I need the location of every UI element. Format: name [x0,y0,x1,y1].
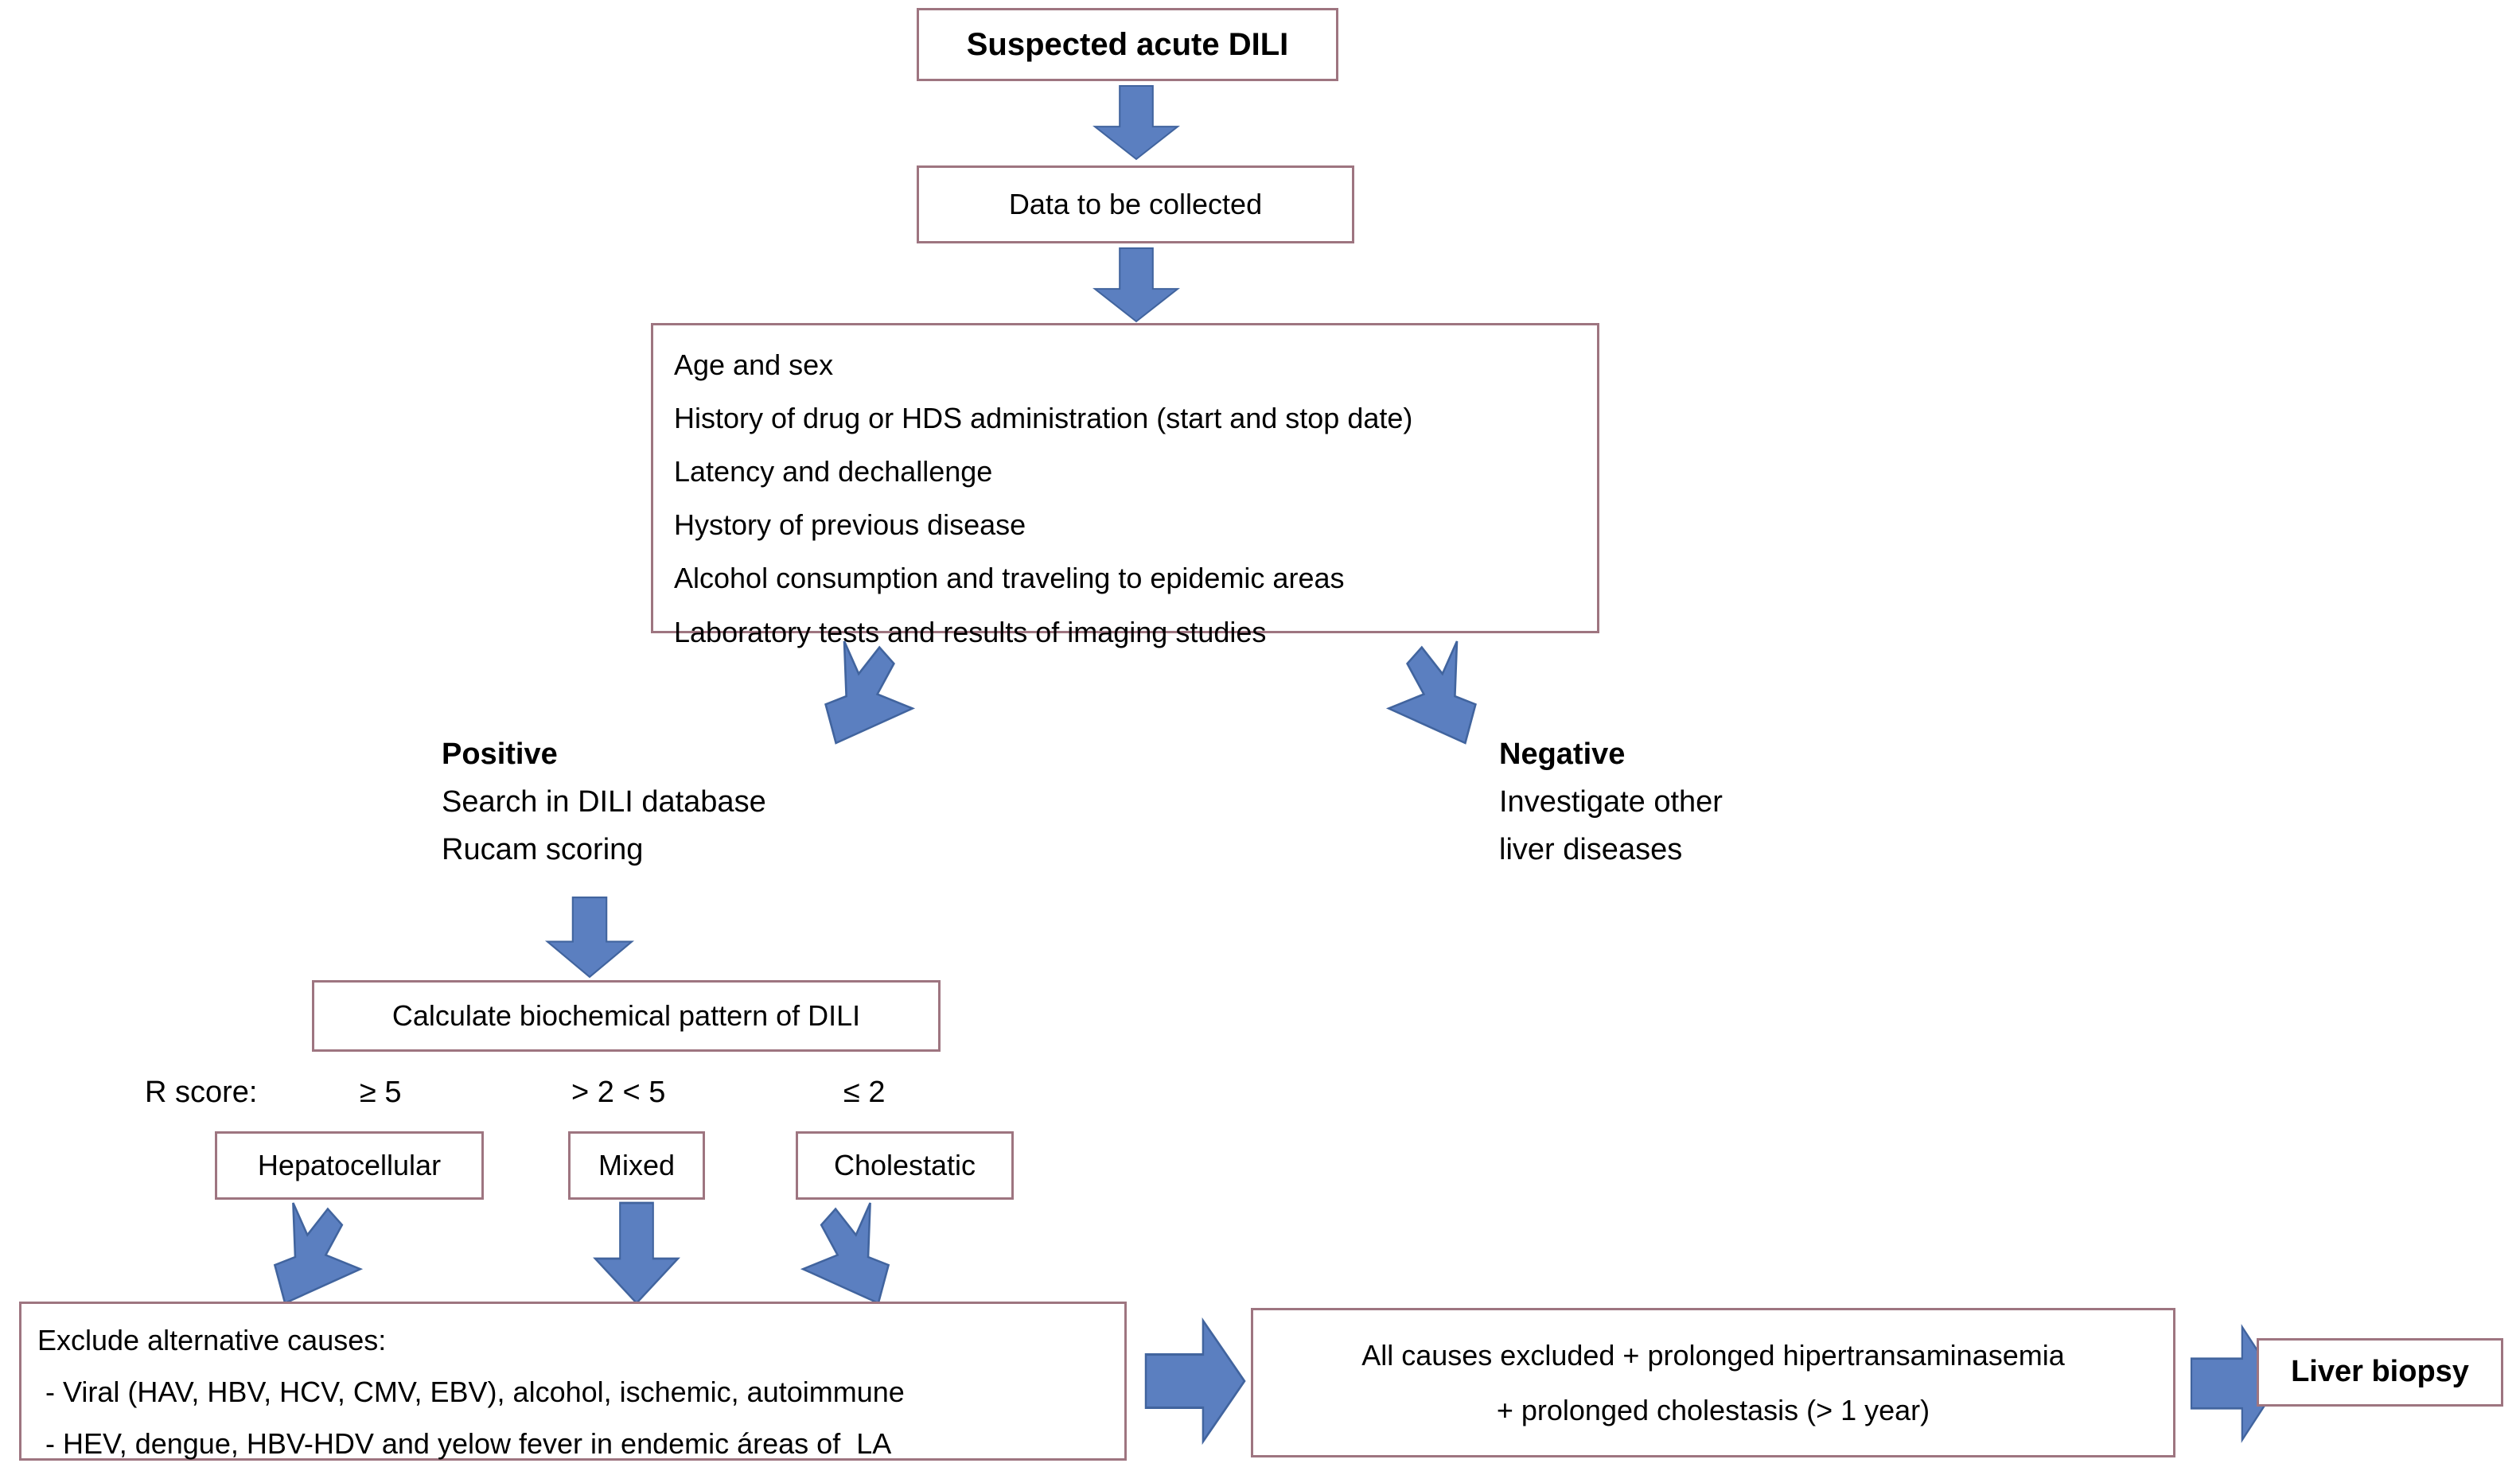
node-all-causes-excluded: All causes excluded + prolonged hipertra… [1251,1308,2175,1457]
negative-branch-heading: Negative [1499,737,1626,771]
exclude-causes-heading: Exclude alternative causes: [37,1324,387,1356]
all-causes-text-block: All causes excluded + prolonged hipertra… [1272,1335,2154,1430]
all-causes-line-1: All causes excluded + prolonged hipertra… [1361,1338,2065,1372]
arrow-down-icon-1 [1093,84,1180,161]
node-cholestatic-label: Cholestatic [833,1149,976,1182]
positive-branch-line-2: Rucam scoring [442,833,644,866]
node-suspected-acute-dili-label: Suspected acute DILI [966,26,1289,62]
data-item: Age and sex [674,348,834,381]
exclude-causes-line-2: - HEV, dengue, HBV-HDV and yelow fever i… [37,1427,892,1461]
node-mixed: Mixed [568,1131,705,1200]
node-calculate-biochemical-pattern-label: Calculate biochemical pattern of DILI [391,999,861,1033]
node-exclude-alternative-causes: Exclude alternative causes: - Viral (HAV… [19,1302,1127,1461]
r-score-value-hepatocellular: ≥ 5 [360,1076,402,1109]
r-score-value-cholestatic: ≤ 2 [843,1076,886,1109]
arrow-down-icon-4 [593,1201,680,1305]
data-item: History of drug or HDS administration (s… [674,402,1413,435]
node-hepatocellular: Hepatocellular [215,1131,484,1200]
all-causes-line-2: + prolonged cholestasis (> 1 year) [1496,1394,1930,1426]
arrow-diagonal-down-right-icon-2 [263,1202,364,1305]
data-item: Hystory of previous disease [674,508,1026,542]
exclude-causes-list: Exclude alternative causes: - Viral (HAV… [37,1317,905,1464]
arrow-diagonal-down-left-icon [813,640,917,745]
negative-branch-line-2: liver diseases [1499,833,1683,866]
node-data-to-be-collected-label: Data to be collected [1008,188,1263,221]
data-item: Latency and dechallenge [674,455,993,488]
negative-branch-line-1: Investigate other [1499,785,1723,819]
node-suspected-acute-dili: Suspected acute DILI [917,8,1338,81]
node-data-to-be-collected: Data to be collected [917,165,1354,243]
node-liver-biopsy: Liver biopsy [2257,1338,2503,1407]
node-calculate-biochemical-pattern: Calculate biochemical pattern of DILI [312,980,941,1052]
arrow-diagonal-down-right-icon [1385,640,1488,745]
data-items-list: Age and sex History of drug or HDS admin… [674,340,1412,652]
node-mixed-label: Mixed [598,1149,676,1182]
positive-branch-heading: Positive [442,737,558,771]
arrow-down-icon-3 [544,896,635,979]
node-cholestatic: Cholestatic [796,1131,1014,1200]
data-item: Alcohol consumption and traveling to epi… [674,562,1345,595]
exclude-causes-line-1: - Viral (HAV, HBV, HCV, CMV, EBV), alcoh… [37,1376,905,1409]
positive-branch-line-1: Search in DILI database [442,785,766,819]
r-score-value-mixed: > 2 < 5 [571,1076,666,1109]
r-score-label: R score: [145,1076,258,1109]
node-data-items: Age and sex History of drug or HDS admin… [651,323,1599,648]
arrow-diagonal-down-left-icon-2 [799,1202,901,1305]
arrow-right-icon-1 [1144,1317,1246,1446]
node-liver-biopsy-label: Liver biopsy [2291,1355,2469,1389]
node-hepatocellular-label: Hepatocellular [257,1149,442,1182]
arrow-down-icon-2 [1093,247,1180,323]
data-item: Laboratory tests and results of imaging … [674,615,1267,648]
